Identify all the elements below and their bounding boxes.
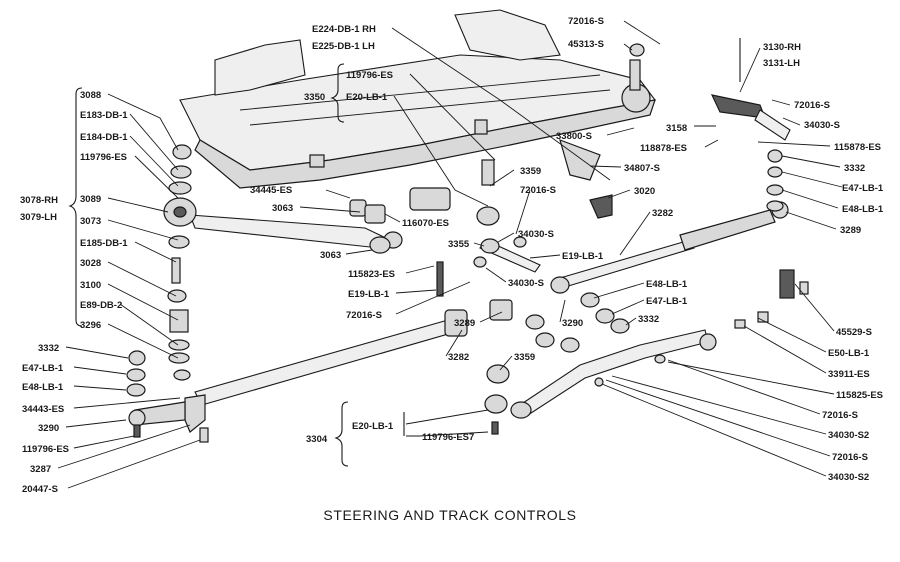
- label-3079: 3079-LH: [20, 212, 57, 223]
- label-118878: 118878-ES: [640, 143, 687, 154]
- label-E48-l: E48-LB-1: [22, 382, 64, 393]
- label-3359-low: 3359: [514, 352, 535, 363]
- label-72016-r3: 72016-S: [832, 452, 868, 463]
- label-E50: E50-LB-1: [828, 348, 870, 359]
- label-3063-b: 3063: [320, 250, 341, 261]
- label-33800: 33800-S: [556, 131, 592, 142]
- label-E183: E183-DB-1: [80, 110, 128, 121]
- label-45529: 45529-S: [836, 327, 872, 338]
- label-115823: 115823-ES: [348, 269, 395, 280]
- label-3100: 3100: [80, 280, 101, 291]
- ball-joint-top: [621, 43, 651, 113]
- tie-rod-right: [550, 201, 789, 294]
- label-3063-a: 3063: [272, 203, 293, 214]
- label-3290-c: 3290: [562, 318, 583, 329]
- label-E224: E224-DB-1 RH: [312, 24, 376, 35]
- label-E48-r: E48-LB-1: [842, 204, 884, 215]
- label-3359-top: 3359: [520, 166, 541, 177]
- label-3078: 3078-RH: [20, 195, 58, 206]
- label-E19-a: E19-LB-1: [562, 251, 604, 262]
- label-115825: 115825-ES: [836, 390, 883, 401]
- label-3020: 3020: [634, 186, 655, 197]
- label-34030-S2b: 34030-S2: [828, 472, 869, 483]
- label-119796-left: 119796-ES: [80, 152, 127, 163]
- label-3332-l: 3332: [38, 343, 59, 354]
- label-3131: 3131-LH: [763, 58, 800, 69]
- drag-link-long: [128, 309, 468, 443]
- leader-lines: [57, 20, 843, 489]
- label-119796-top: 119796-ES: [346, 70, 393, 81]
- label-34443: 34443-ES: [22, 404, 64, 415]
- label-E20-top: E20-LB-1: [346, 92, 388, 103]
- label-3028: 3028: [80, 258, 101, 269]
- label-3130: 3130-RH: [763, 42, 801, 53]
- label-3287: 3287: [30, 464, 51, 475]
- label-3089: 3089: [80, 194, 101, 205]
- label-33911: 33911-ES: [828, 369, 870, 380]
- label-3290-l: 3290: [38, 423, 59, 434]
- center-bracket-assembly: [349, 139, 613, 297]
- label-115878: 115878-ES: [834, 142, 881, 153]
- label-3296: 3296: [80, 320, 101, 331]
- label-119796-l: 119796-ES: [22, 444, 69, 455]
- label-3088: 3088: [80, 90, 101, 101]
- diagram-caption: STEERING AND TRACK CONTROLS: [323, 507, 576, 523]
- label-3289-c: 3289: [454, 318, 475, 329]
- steering-arm: [710, 94, 809, 299]
- label-3282-top: 3282: [652, 208, 673, 219]
- group-braces: [68, 38, 741, 467]
- label-E185: E185-DB-1: [80, 238, 128, 249]
- label-E47-c: E47-LB-1: [646, 296, 688, 307]
- label-E47-r: E47-LB-1: [842, 183, 884, 194]
- label-E184: E184-DB-1: [80, 132, 128, 143]
- label-3158: 3158: [666, 123, 687, 134]
- lower-center-parts: [484, 292, 769, 435]
- label-34030-r1: 34030-S: [804, 120, 840, 131]
- label-3350: 3350: [304, 92, 325, 103]
- radius-arm: [163, 197, 403, 249]
- kingpin-stack-left: [126, 144, 192, 397]
- label-E225: E225-DB-1 LH: [312, 41, 375, 52]
- label-72016-b: 72016-S: [346, 310, 382, 321]
- label-72016-top: 72016-S: [568, 16, 604, 27]
- label-E19-b: E19-LB-1: [348, 289, 390, 300]
- label-E20-low: E20-LB-1: [352, 421, 394, 432]
- label-34445: 34445-ES: [250, 185, 292, 196]
- label-72016-mid: 72016-S: [520, 185, 556, 196]
- label-72016-r1: 72016-S: [794, 100, 830, 111]
- label-E47-l: E47-LB-1: [22, 363, 64, 374]
- label-3304: 3304: [306, 434, 328, 445]
- label-E48-c: E48-LB-1: [646, 279, 688, 290]
- label-20447: 20447-S: [22, 484, 58, 495]
- label-34030-b: 34030-S: [508, 278, 544, 289]
- label-119796-ES7: 119796-ES7: [422, 432, 474, 443]
- label-3332-r: 3332: [844, 163, 865, 174]
- label-3332-c: 3332: [638, 314, 659, 325]
- label-34030-mid: 34030-S: [518, 229, 554, 240]
- label-34030-S2a: 34030-S2: [828, 430, 869, 441]
- label-45313: 45313-S: [568, 39, 604, 50]
- label-E89: E89-DB-2: [80, 300, 122, 311]
- label-3073: 3073: [80, 216, 101, 227]
- label-3355: 3355: [448, 239, 470, 250]
- label-3282-mid: 3282: [448, 352, 469, 363]
- label-34807: 34807-S: [624, 163, 660, 174]
- label-3289-r: 3289: [840, 225, 861, 236]
- label-116070: 116070-ES: [402, 218, 449, 229]
- part-labels: E224-DB-1 RH E225-DB-1 LH 72016-S 45313-…: [20, 16, 884, 495]
- label-72016-r2: 72016-S: [822, 410, 858, 421]
